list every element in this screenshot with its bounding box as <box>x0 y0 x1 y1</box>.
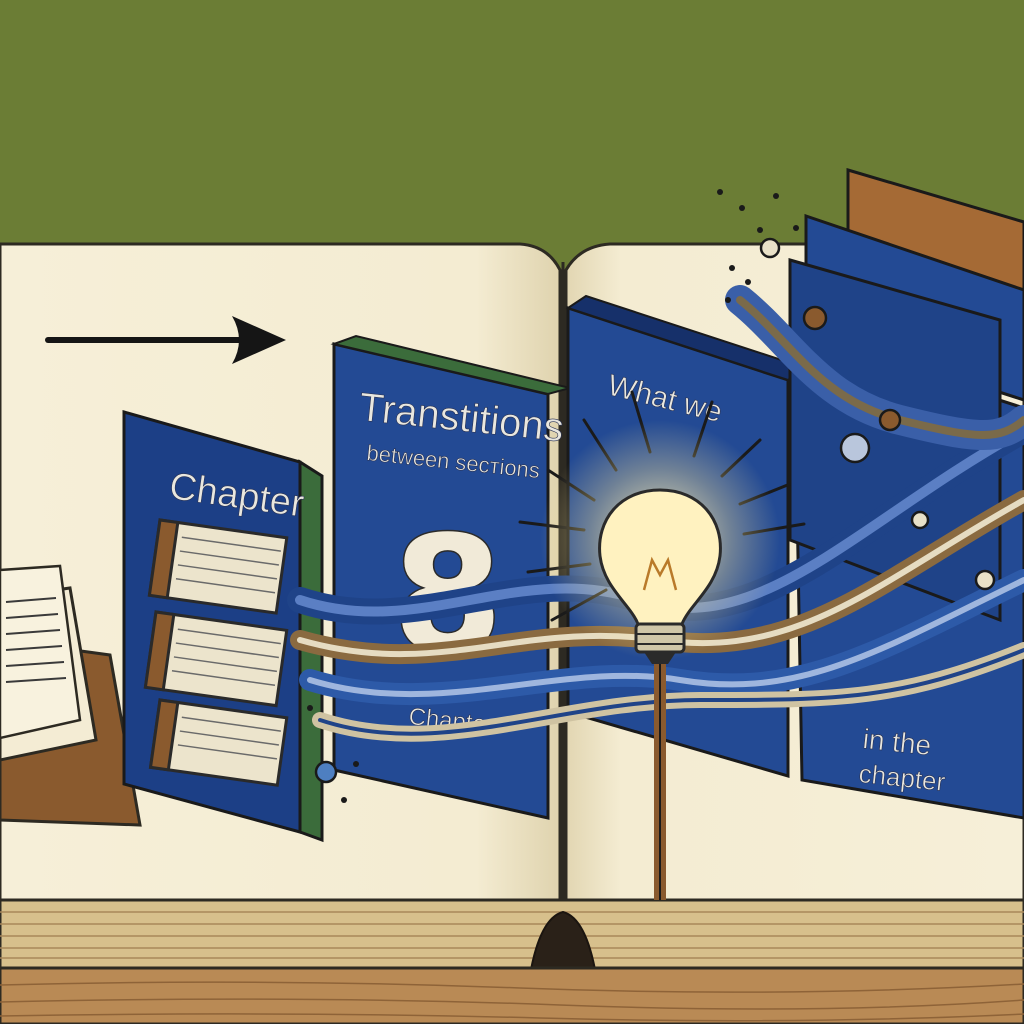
page-stack <box>0 898 1024 972</box>
gear-icon <box>314 237 996 784</box>
table-top <box>0 966 1024 1024</box>
transitions-panel: Transtitions between secᴛions 8 Chapter <box>330 334 571 820</box>
page-stack-lines <box>0 911 1024 959</box>
lightbulb-icon <box>598 488 722 900</box>
spark-dots <box>307 189 799 803</box>
back-books <box>788 167 1024 623</box>
spine-notch <box>528 910 598 976</box>
chapter-end-line1: in the <box>861 723 932 761</box>
arrow-right-icon <box>45 316 286 364</box>
stacked-books <box>143 518 289 787</box>
chapter-panel: Chapter <box>122 410 324 843</box>
wood-grain <box>0 981 1024 1022</box>
small-open-book <box>0 564 142 827</box>
